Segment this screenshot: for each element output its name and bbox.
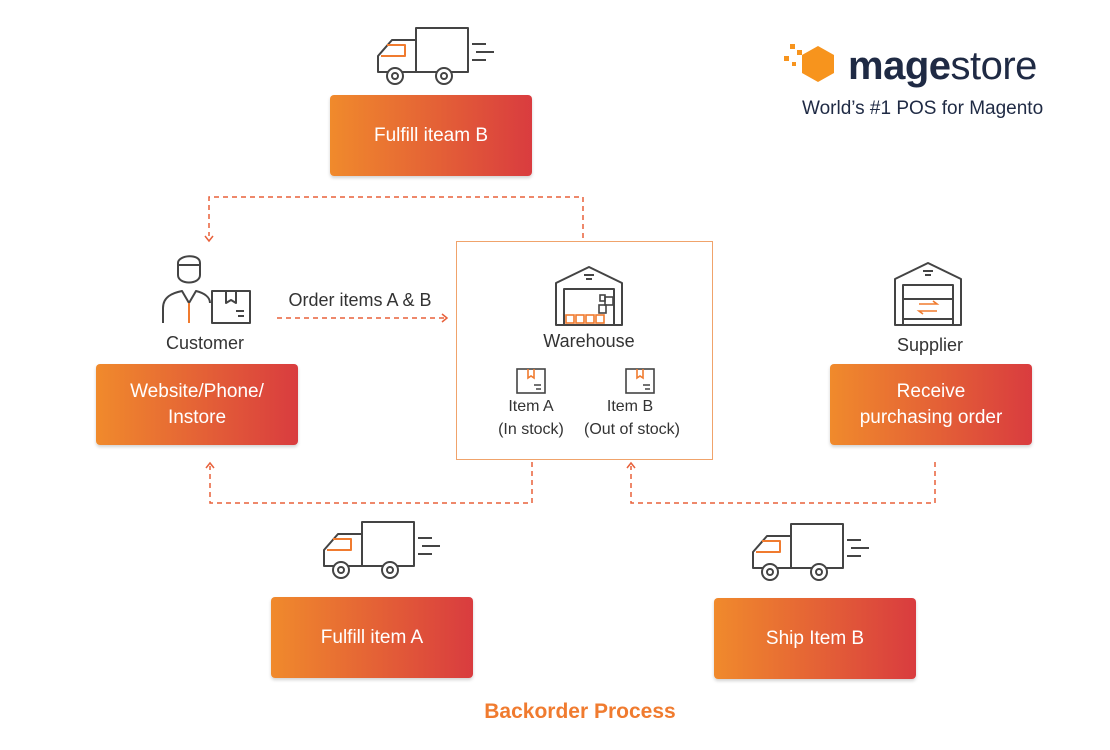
item-a-status: (In stock) (498, 421, 564, 438)
supplier-label: Supplier (896, 335, 964, 355)
brand-tagline: World’s #1 POS for Magento (802, 98, 1044, 119)
warehouse-icon (555, 266, 623, 326)
warehouse-label: Warehouse (543, 331, 635, 351)
item-a-label: Item A (508, 398, 554, 415)
arrowhead-website (205, 461, 215, 469)
customer-label: Customer (165, 333, 245, 353)
item-b-label: Item B (606, 398, 654, 415)
receive-purchasing-order-box: Receive purchasing order (830, 364, 1032, 445)
customer-icon (162, 255, 251, 324)
item-b-box-icon (625, 368, 655, 394)
ship-item-b-box: Ship Item B (714, 598, 916, 679)
brand-name-light: store (950, 44, 1038, 88)
connector-warehouse-to-website (209, 462, 533, 504)
magestore-logo-icon (784, 44, 834, 82)
brand-name: magestore (848, 44, 1037, 89)
connector-warehouse-to-customer (208, 196, 584, 238)
item-a-box-icon (516, 368, 546, 394)
truck-icon (377, 27, 494, 85)
arrowhead-customer (204, 235, 214, 243)
warehouse-frame (456, 241, 713, 460)
diagram-title: Backorder Process (484, 700, 676, 723)
order-items-label: Order items A & B (288, 290, 432, 310)
brand-name-bold: mage (848, 44, 951, 88)
truck-icon (752, 523, 869, 581)
website-phone-instore-box: Website/Phone/ Instore (96, 364, 298, 445)
arrowhead-warehouse (626, 461, 636, 469)
supplier-icon (894, 262, 962, 326)
item-b-status: (Out of stock) (583, 421, 681, 438)
connector-supplier-to-warehouse (630, 462, 936, 504)
arrowhead-order (441, 313, 449, 323)
truck-icon (323, 521, 440, 579)
fulfill-item-a-box: Fulfill item A (271, 597, 473, 678)
fulfill-item-b-box: Fulfill iteam B (330, 95, 532, 176)
